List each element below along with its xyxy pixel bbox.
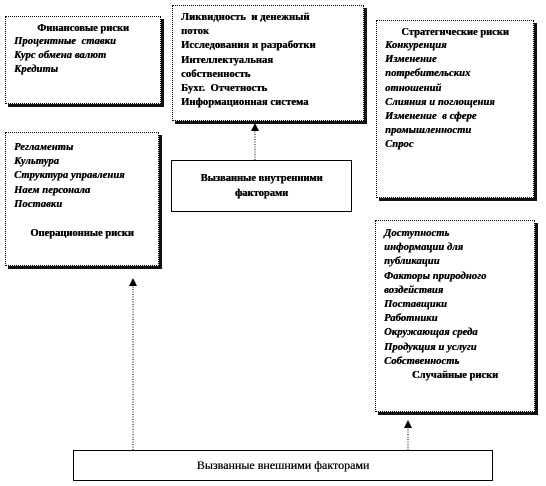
- strategic-item: Изменение: [385, 54, 437, 66]
- random-item: информации для: [384, 242, 464, 254]
- operational-item: Культура: [14, 156, 59, 168]
- operational-item: Структура управления: [14, 170, 125, 182]
- operational-risks-title: Операционные риски: [30, 228, 134, 240]
- internal-factors-label-1: Вызванные внутренними: [200, 173, 323, 184]
- internal-item: Информационная система: [181, 97, 309, 109]
- random-risks-title: Случайные риски: [411, 370, 499, 382]
- financial-item: Кредиты: [14, 64, 58, 76]
- financial-risks-box: Финансовые риски Процентные ставки Курс …: [5, 16, 161, 104]
- random-risks-box: Доступность информации для публикации Фа…: [375, 220, 535, 412]
- random-item: публикации: [384, 256, 440, 268]
- strategic-item: отношений: [385, 82, 442, 94]
- random-item: воздействия: [384, 284, 444, 296]
- internal-factors-label-2: факторами: [234, 188, 289, 199]
- strategic-item: Конкуренция: [385, 40, 447, 51]
- operational-item: Регламенты: [14, 142, 74, 153]
- random-item: Поставщики: [384, 299, 447, 311]
- internal-factors-box: Вызванные внутренними факторами: [171, 160, 352, 212]
- random-item: Собственность: [384, 355, 460, 367]
- strategic-item: Изменение в сфере: [385, 111, 477, 123]
- random-item: Доступность: [384, 228, 450, 239]
- random-item: Окружающая среда: [384, 327, 478, 339]
- strategic-item: промышленности: [385, 125, 472, 137]
- strategic-item: Слияния и поглощения: [385, 96, 495, 108]
- random-item: Факторы природного: [384, 270, 487, 282]
- operational-item: Поставки: [14, 198, 63, 210]
- internal-item: Бухг. Отчетность: [181, 83, 268, 95]
- strategic-item: Спрос: [385, 139, 414, 151]
- strategic-risks-title: Стратегические риски: [401, 27, 509, 38]
- external-factors-box: Вызванные внешними факторами: [73, 450, 493, 481]
- internal-item: поток: [181, 26, 209, 38]
- internal-item: Исследования и разработки: [181, 40, 316, 52]
- financial-item: Процентные ставки: [14, 36, 116, 47]
- random-item: Работники: [384, 313, 438, 325]
- operational-item: Наем персонала: [14, 184, 91, 196]
- financial-item: Курс обмена валют: [14, 50, 107, 62]
- internal-item: Ликвидность и денежный: [181, 12, 310, 23]
- internal-item: собственность: [181, 68, 251, 80]
- strategic-risks-box: Стратегические риски Конкуренция Изменен…: [376, 20, 534, 198]
- external-factors-label: Вызванные внешними факторами: [196, 458, 370, 472]
- random-item: Продукция и услуги: [384, 341, 477, 353]
- strategic-item: потребительских: [385, 68, 471, 80]
- financial-risks-title: Финансовые риски: [37, 23, 129, 34]
- internal-resources-box: Ликвидность и денежный поток Исследовани…: [172, 5, 364, 121]
- operational-risks-box: Регламенты Культура Структура управления…: [5, 132, 159, 266]
- internal-item: Интеллектуальная: [181, 54, 274, 66]
